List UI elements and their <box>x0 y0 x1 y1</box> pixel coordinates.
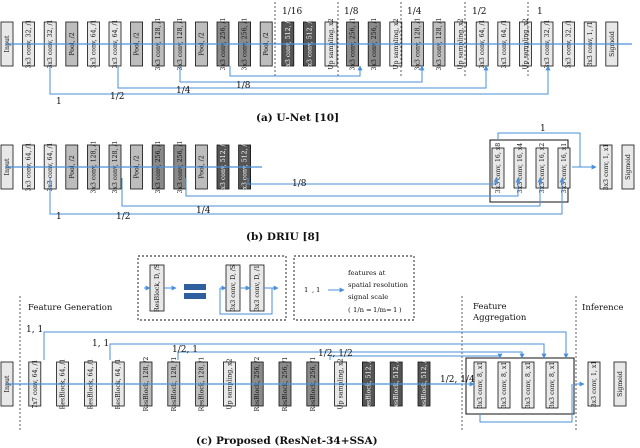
unet-scale-label: 1 <box>537 7 543 17</box>
legend-text-line: signal scale <box>348 293 388 301</box>
network-block <box>613 361 627 407</box>
svg-text:=: = <box>366 306 372 314</box>
unet-skip-label: 1/4 <box>176 86 191 96</box>
svg-text:1/m: 1/m <box>373 306 387 314</box>
legend-text-line: features at <box>348 269 386 277</box>
unet-skip-connection <box>179 65 425 83</box>
legend-equals-bar <box>184 284 206 290</box>
svg-text:=: = <box>386 306 392 314</box>
legend: ResBlock, D, /S 3x3 conv, D, /S 3x3 conv… <box>137 255 415 321</box>
network-block-label: 3x3 conv, 16, x2 <box>539 143 546 193</box>
scale-label: 1/2, 1/4 <box>440 375 475 385</box>
section-label: Feature Generation <box>28 303 113 313</box>
driu-skip-label: 1 <box>540 124 546 134</box>
driu-skip-label: 1/4 <box>196 206 211 216</box>
driu-skip-label: 1 <box>56 212 62 222</box>
legend-n-frac: 1 <box>304 286 308 294</box>
legend-m-frac: 1 <box>316 286 320 294</box>
unet-skip-connection <box>229 65 363 77</box>
legend-block-box <box>137 255 287 321</box>
network-block-label: 3x3 conv, 8, x1 <box>501 362 508 409</box>
driu-skip-connection <box>185 177 521 197</box>
network-block <box>599 144 613 190</box>
network-block-label: 3x3 conv, 8, x1 <box>525 362 532 409</box>
driu-side-outputs: 3x3 conv, 16, x8 3x3 conv, 16, x4 3x3 conv… <box>491 143 571 193</box>
network-block <box>497 361 511 409</box>
scale-label: 1/2, 1/2 <box>318 349 353 359</box>
unet-scale-label: 1/2 <box>472 7 486 17</box>
scale-label: 1, 1 <box>92 339 109 349</box>
driu-skip-connection <box>247 177 499 185</box>
unet-scale-label: 1/4 <box>407 7 422 17</box>
network-block-label: 3x3 conv, 1, x1 <box>603 144 610 191</box>
svg-text:(: ( <box>348 306 351 314</box>
legend-resblock-label: ResBlock, D, /S <box>154 264 161 312</box>
svg-text:1/n: 1/n <box>353 306 365 314</box>
legend-equals-bar <box>184 293 206 299</box>
legend-conv-label: 3x3 conv, D, /1 <box>254 265 261 311</box>
section-label: Feature <box>473 302 507 312</box>
network-block <box>545 361 559 409</box>
scale-connection <box>177 351 525 360</box>
unet-scale-label: 1/16 <box>282 7 302 17</box>
driu-skip-connection <box>121 177 543 207</box>
network-block-label: 3x3 conv, 8, x1 <box>477 362 484 409</box>
driu-feedback-line <box>497 132 581 167</box>
network-block-label: 3x3 conv, 1, x1 <box>591 361 598 408</box>
aggregation-merge-line <box>479 384 573 423</box>
legend-text-line: spatial resolution <box>348 281 409 289</box>
svg-text:,: , <box>312 286 314 294</box>
aggregation-blocks: 3x3 conv, 8, x1 3x3 conv, 8, x1 3x3 conv, … <box>473 361 559 409</box>
legend-conv-label: 3x3 conv, D, /S <box>230 265 237 311</box>
scale-label: 1/2, 1 <box>172 345 198 355</box>
driu-caption: (b) DRIU [8] <box>246 231 320 243</box>
scale-label: 1, 1 <box>26 325 43 335</box>
legend-text-box <box>293 255 415 321</box>
section-label: Aggregation <box>472 313 527 323</box>
unet-skip-label: 1/2 <box>110 92 124 102</box>
network-block-label: 3x3 conv, 16, x4 <box>517 143 524 193</box>
unet-skip-connection <box>117 65 489 89</box>
unet-skip-label: 1 <box>56 97 62 107</box>
svg-text:1: 1 <box>393 306 397 314</box>
driu-output-blocks: 3x3 conv, 1, x1 Sigmoid <box>599 144 635 191</box>
network-block-label: 3x3 conv, 16, x8 <box>495 143 502 193</box>
unet-skip-connection <box>49 65 551 95</box>
driu-skip-connection <box>49 177 565 215</box>
network-block-label: 3x3 conv, 16, x1 <box>561 143 568 193</box>
unet-scale-label: 1/8 <box>344 7 359 17</box>
driu-skip-label: 1/8 <box>292 179 307 189</box>
proposed-panel: Feature Generation Feature Aggregation I… <box>0 296 627 447</box>
proposed-caption: (c) Proposed (ResNet-34+SSA) <box>196 435 378 447</box>
inference-blocks: 3x3 conv, 1, x1 Sigmoid <box>587 361 627 408</box>
network-block <box>587 361 601 407</box>
unet-skip-label: 1/8 <box>236 81 251 91</box>
svg-text:): ) <box>399 306 402 314</box>
network-block <box>521 361 535 409</box>
scale-connection <box>329 353 503 360</box>
section-label: Inference <box>582 303 623 313</box>
unet-caption: (a) U-Net [10] <box>256 112 339 124</box>
network-block-label: Sigmoid <box>625 154 632 180</box>
scale-connection <box>109 343 547 360</box>
network-block <box>621 144 635 190</box>
network-block-label: 3x3 conv, 8, x1 <box>549 362 556 409</box>
driu-skip-label: 1/2 <box>116 212 130 222</box>
scale-connection <box>43 331 569 360</box>
network-block-label: Sigmoid <box>617 371 624 397</box>
